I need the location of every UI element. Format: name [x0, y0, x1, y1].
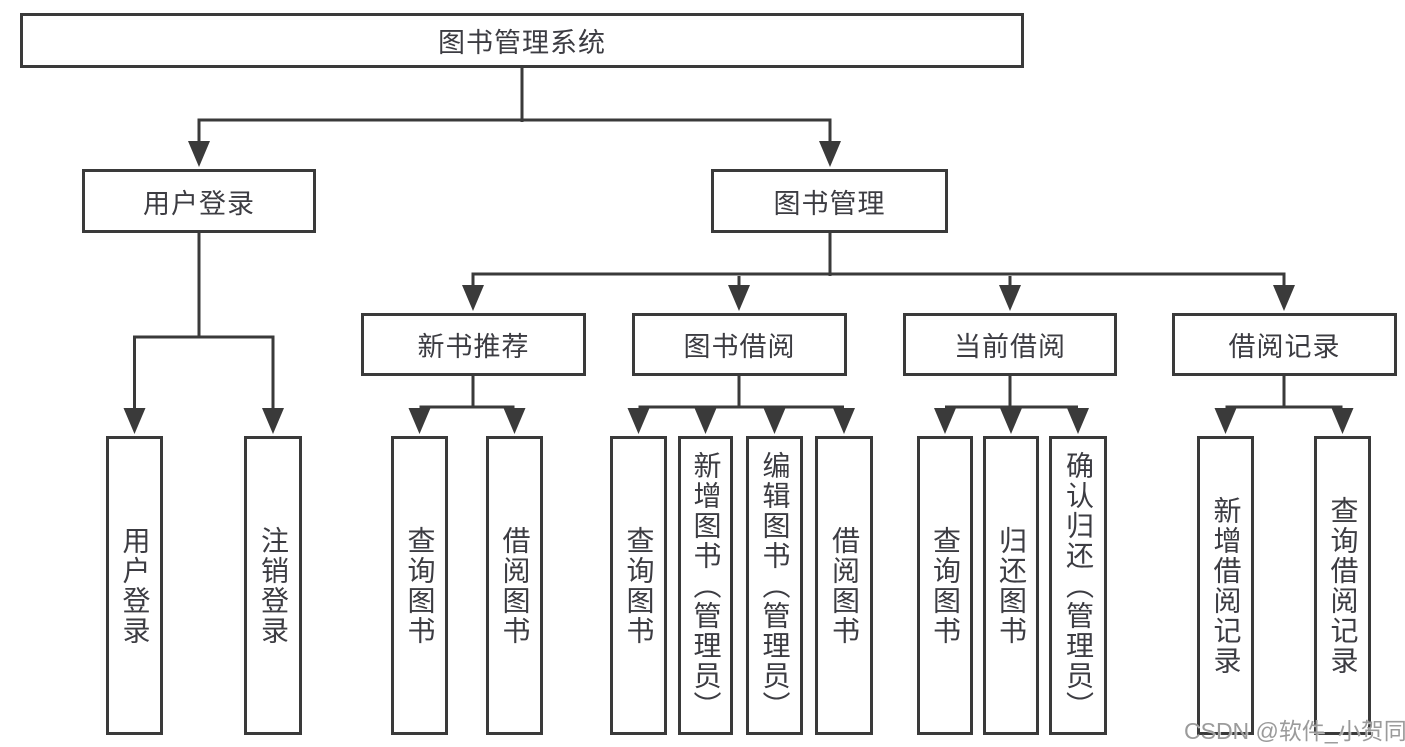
- leaf-add-borrow-record: 新增借阅记录: [1197, 436, 1254, 735]
- leaf-query-books-2: 查询图书: [610, 436, 667, 735]
- leaf-label: 新增借阅记录: [1210, 495, 1242, 676]
- node-book-management-system: 图书管理系统: [20, 13, 1024, 68]
- node-book-borrowing: 图书借阅: [632, 313, 847, 376]
- node-new-book-recommend: 新书推荐: [361, 313, 586, 376]
- leaf-query-books-3: 查询图书: [917, 436, 973, 735]
- leaf-logout: 注销登录: [244, 436, 302, 735]
- leaf-label: 新增图书（管理员）: [690, 450, 722, 721]
- leaf-label: 查询图书: [404, 525, 436, 646]
- leaf-user-login: 用户登录: [106, 436, 163, 735]
- leaf-label: 查询图书: [623, 525, 655, 646]
- leaf-label: 借阅图书: [499, 525, 531, 646]
- leaf-label: 用户登录: [119, 525, 151, 646]
- leaf-label: 查询借阅记录: [1327, 495, 1359, 676]
- node-label: 图书管理: [773, 188, 886, 219]
- leaf-edit-book-admin: 编辑图书（管理员）: [746, 436, 803, 735]
- leaf-label: 注销登录: [258, 525, 289, 646]
- leaf-return-books: 归还图书: [983, 436, 1039, 735]
- leaf-borrow-books-1: 借阅图书: [486, 436, 543, 735]
- csdn-watermark: CSDN @软件_小贺同学: [1184, 718, 1405, 744]
- node-borrowing-records: 借阅记录: [1172, 313, 1397, 376]
- leaf-label: 借阅图书: [829, 525, 860, 646]
- node-book-management: 图书管理: [711, 169, 948, 233]
- leaf-label: 确认归还（管理员）: [1063, 450, 1094, 721]
- leaf-query-books-1: 查询图书: [391, 436, 448, 735]
- node-label: 用户登录: [143, 188, 255, 219]
- node-label: 新书推荐: [417, 332, 530, 362]
- leaf-label: 编辑图书（管理员）: [759, 450, 791, 721]
- node-user-login: 用户登录: [82, 169, 316, 233]
- leaf-query-borrow-record: 查询借阅记录: [1314, 436, 1371, 735]
- leaf-borrow-books-2: 借阅图书: [815, 436, 873, 735]
- leaf-label: 查询图书: [930, 525, 961, 646]
- leaf-confirm-return-admin: 确认归还（管理员）: [1049, 436, 1107, 735]
- node-label: 当前借阅: [954, 332, 1066, 362]
- node-label: 图书借阅: [683, 332, 796, 362]
- node-label: 借阅记录: [1228, 332, 1341, 362]
- node-label: 图书管理系统: [438, 28, 606, 58]
- node-current-borrowing: 当前借阅: [903, 313, 1117, 376]
- leaf-add-book-admin: 新增图书（管理员）: [678, 436, 733, 735]
- leaf-label: 归还图书: [996, 525, 1027, 646]
